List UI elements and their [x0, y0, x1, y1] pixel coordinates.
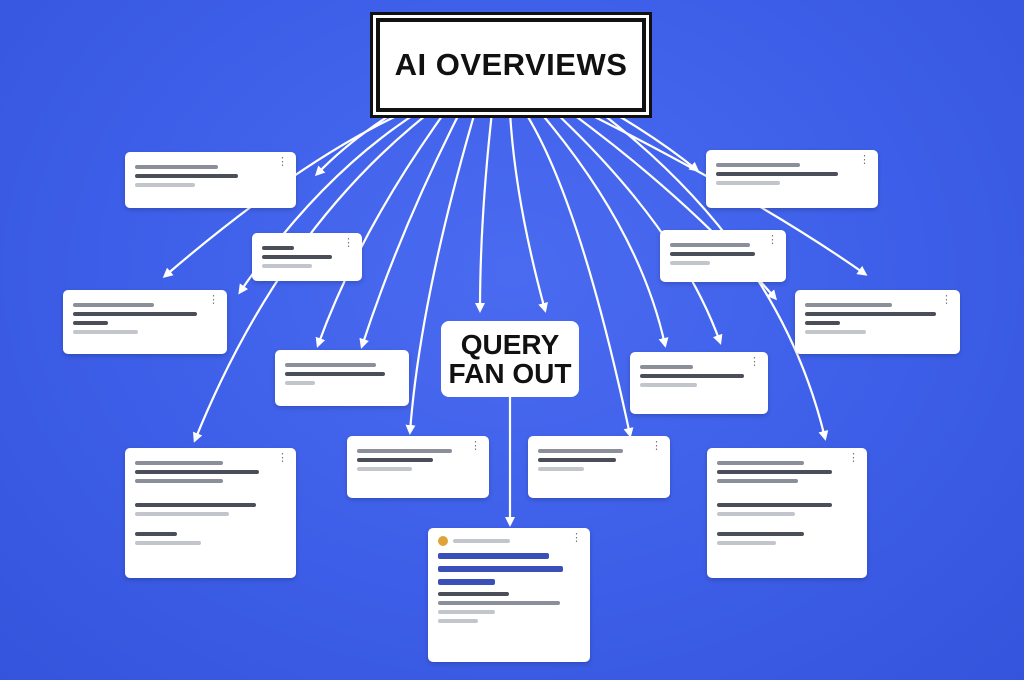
- arrow: [554, 111, 723, 345]
- site-favicon-icon: [438, 536, 448, 546]
- result-card: ⋮: [706, 150, 878, 208]
- result-card: ⋮: [528, 436, 670, 498]
- more-icon: ⋮: [277, 452, 288, 464]
- result-card: ⋮: [347, 436, 489, 498]
- arrow: [315, 111, 446, 348]
- query-fan-out-box: QUERY FAN OUT: [441, 321, 579, 397]
- more-icon: ⋮: [941, 294, 952, 306]
- result-card: ⋮: [630, 352, 768, 414]
- more-icon: ⋮: [848, 452, 859, 464]
- result-card: ⋮: [63, 290, 227, 354]
- result-card: ⋮: [252, 233, 362, 281]
- more-icon: ⋮: [343, 237, 354, 249]
- more-icon: ⋮: [470, 440, 481, 452]
- arrow: [508, 111, 548, 313]
- arrow: [611, 111, 700, 172]
- more-icon: ⋮: [859, 154, 870, 166]
- arrow: [524, 111, 634, 438]
- arrow: [539, 111, 669, 348]
- more-icon: ⋮: [749, 356, 760, 368]
- result-card: ⋮: [125, 152, 296, 208]
- more-icon: ⋮: [208, 294, 219, 306]
- more-icon: ⋮: [277, 156, 288, 168]
- ai-overviews-title-box: AI OVERVIEWS: [376, 18, 646, 112]
- arrow: [314, 111, 396, 177]
- more-icon: ⋮: [571, 532, 582, 544]
- result-card: ⋮: [660, 230, 786, 282]
- more-icon: ⋮: [767, 234, 778, 246]
- title-text: AI OVERVIEWS: [394, 47, 628, 82]
- result-card: ⋮: [707, 448, 867, 578]
- arrow: [475, 111, 494, 313]
- result-card: ⋮: [795, 290, 960, 354]
- arrow: [359, 111, 461, 349]
- result-card: [275, 350, 409, 406]
- result-card: ⋮: [428, 528, 590, 662]
- more-icon: ⋮: [651, 440, 662, 452]
- result-card: ⋮: [125, 448, 296, 578]
- center-label-line2: FAN OUT: [448, 358, 572, 389]
- arrow: [405, 111, 477, 435]
- center-label-line1: QUERY: [460, 328, 560, 360]
